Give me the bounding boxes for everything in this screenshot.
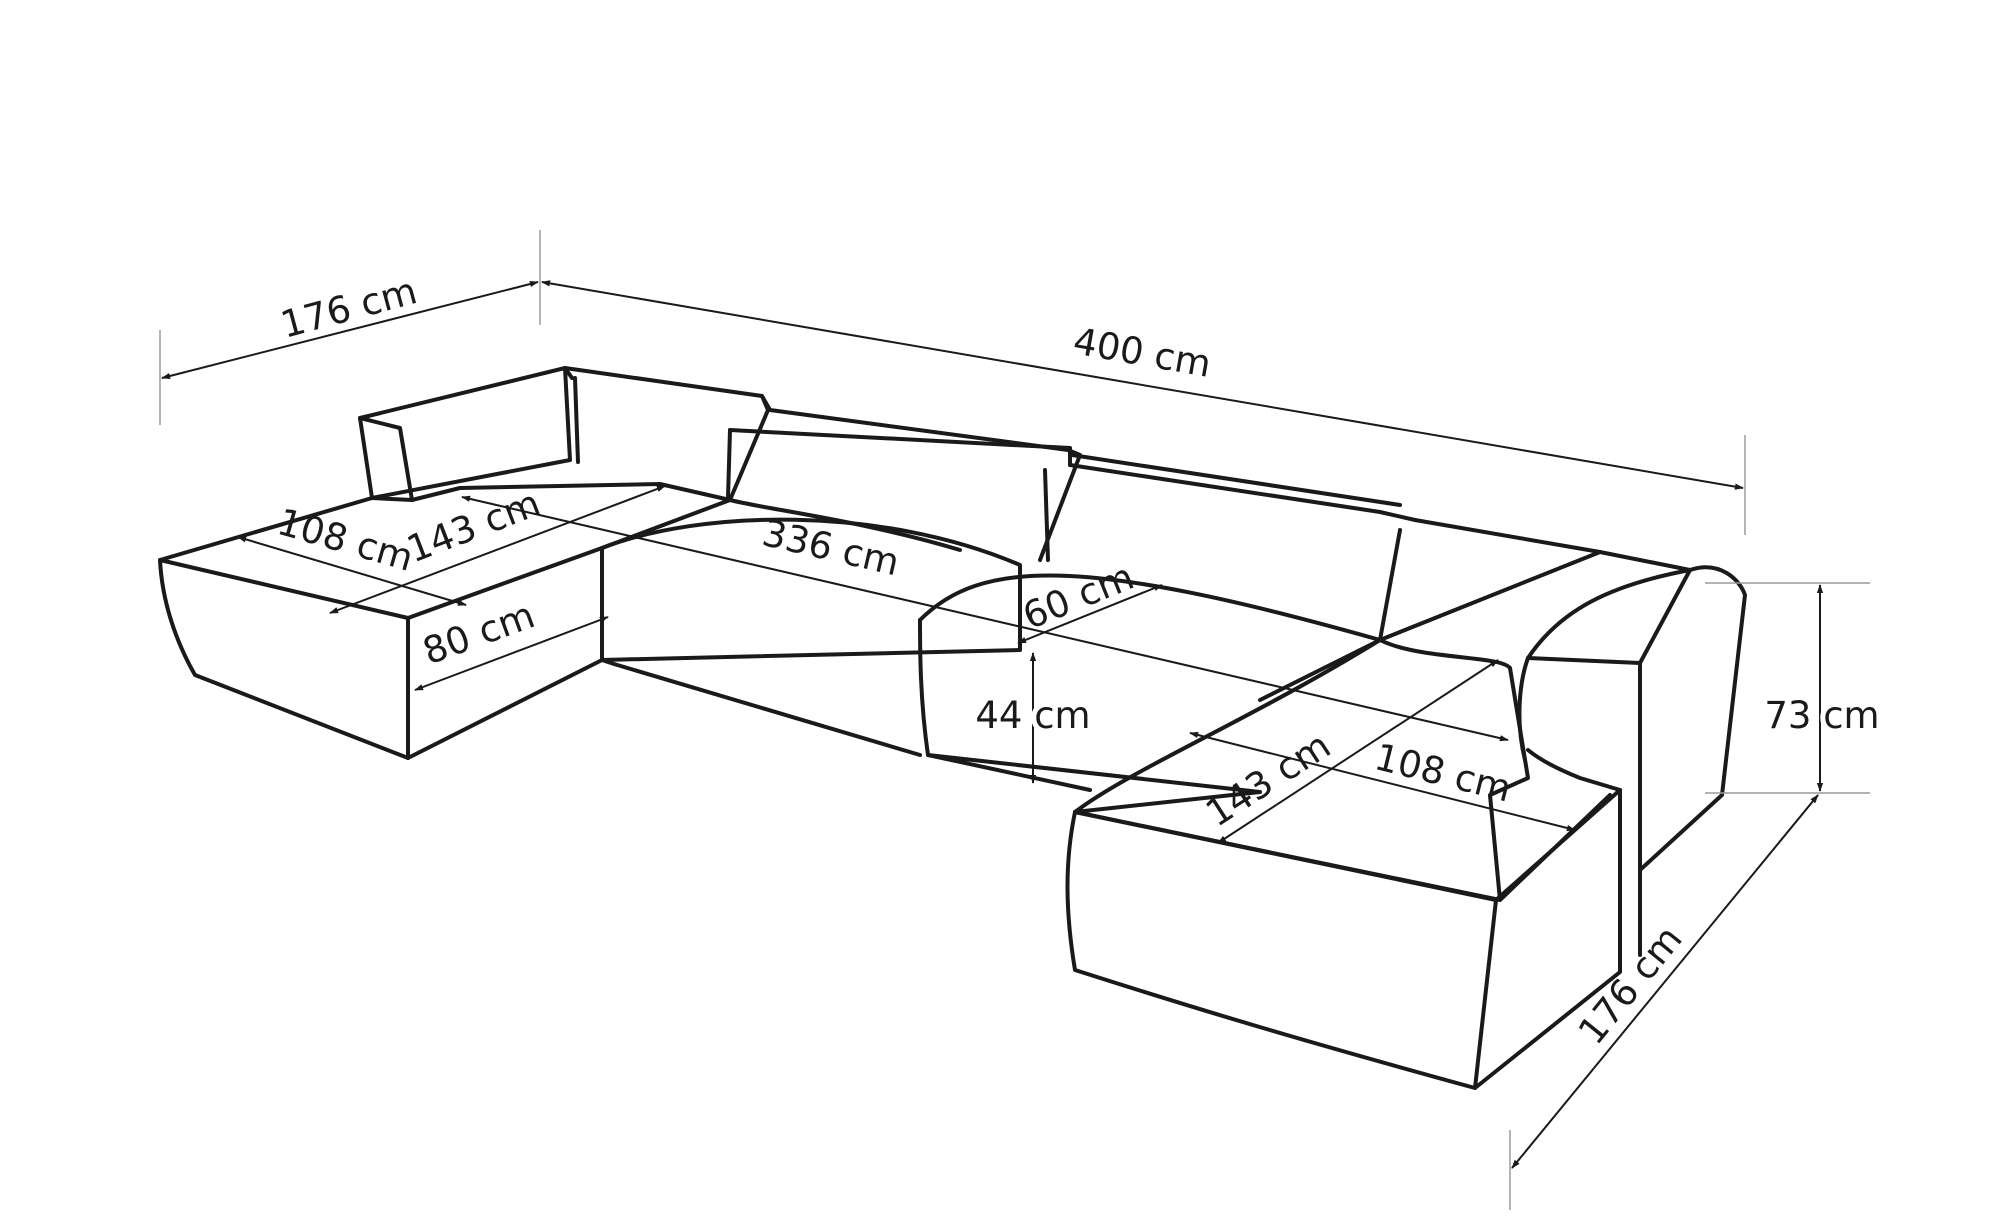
arrow-left-seat-depth <box>414 616 609 691</box>
arrow-right-depth <box>1511 794 1819 1169</box>
arrow-total-width <box>541 280 1744 490</box>
extension-lines <box>159 230 1870 1210</box>
label-seat-height: 44 cm <box>975 694 1090 737</box>
label-left-depth: 176 cm <box>276 269 421 346</box>
arrow-left-depth <box>161 280 539 380</box>
label-total-height: 73 cm <box>1764 694 1879 737</box>
label-left-chaise-seat-depth: 80 cm <box>417 593 540 673</box>
dimension-arrows <box>161 280 1824 1169</box>
arrow-seat-depth <box>1017 584 1163 644</box>
label-right-chaise-width: 108 cm <box>1370 735 1515 810</box>
sofa-outline <box>158 366 1747 1090</box>
label-right-depth: 176 cm <box>1570 918 1691 1053</box>
label-left-chaise-width: 108 cm <box>273 500 418 580</box>
arrow-right-chaise-width <box>1189 731 1576 832</box>
label-seat-depth: 60 cm <box>1017 555 1140 638</box>
